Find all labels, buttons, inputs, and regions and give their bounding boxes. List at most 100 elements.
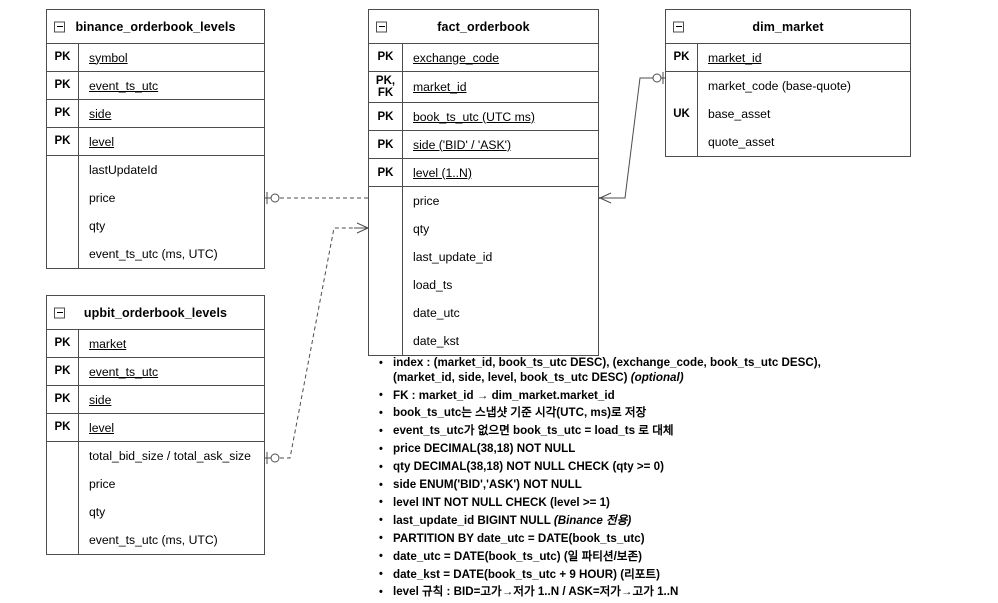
- attribute-list: market_code (base-quote) base_asset quot…: [698, 72, 910, 156]
- key-badge: PK: [47, 358, 79, 385]
- attribute-name: price: [89, 477, 116, 491]
- key-badge: PK: [369, 44, 403, 71]
- entity-title: fact_orderbook: [437, 19, 530, 34]
- minus-box-icon[interactable]: [673, 21, 684, 32]
- minus-box-icon[interactable]: [376, 21, 387, 32]
- attribute-name: level (1..N): [413, 165, 472, 180]
- notes-panel: index : (market_id, book_ts_utc DESC), (…: [371, 355, 821, 603]
- attribute-name: market_code (base-quote): [708, 79, 851, 93]
- table-row: PK market_id: [666, 44, 910, 72]
- key-badge: PK: [47, 386, 79, 413]
- attribute-name: market_id: [413, 80, 467, 95]
- entity-title: upbit_orderbook_levels: [83, 305, 228, 320]
- note-item: event_ts_utc가 없으면 book_ts_utc = load_ts …: [379, 424, 821, 439]
- note-text: level 규칙 : BID=고가→저가 1..N / ASK=저가→고가 1.…: [393, 585, 679, 599]
- note-text: PARTITION BY date_utc = DATE(book_ts_utc…: [393, 531, 645, 545]
- attribute-list: total_bid_size / total_ask_size price qt…: [79, 442, 264, 554]
- entity-header: dim_market: [666, 10, 910, 44]
- minus-box-icon[interactable]: [54, 307, 65, 318]
- key-badge-empty: [369, 187, 403, 356]
- attribute-cell: market: [79, 330, 264, 357]
- table-row: PK book_ts_utc (UTC ms): [369, 103, 598, 132]
- note-text: last_update_id BIGINT NULL: [393, 513, 554, 527]
- table-row: PK side: [47, 386, 264, 414]
- notes-list: index : (market_id, book_ts_utc DESC), (…: [371, 355, 821, 600]
- attribute-block: price qty last_update_id load_ts date_ut…: [369, 187, 598, 356]
- entity-upbit-orderbook-levels[interactable]: upbit_orderbook_levels PK market PK even…: [46, 295, 265, 555]
- note-item: PARTITION BY date_utc = DATE(book_ts_utc…: [379, 531, 821, 547]
- note-text: book_ts_utc는 스냅샷 기준 시각(UTC, ms)로 저장: [393, 406, 647, 420]
- note-text: date_utc = DATE(book_ts_utc) (일 파티션/보존): [393, 549, 642, 563]
- relationship-fact-to-dim: [599, 72, 665, 204]
- entity-dim-market[interactable]: dim_market PK market_id UK market_code (…: [665, 9, 911, 157]
- attribute-name: price: [89, 191, 116, 205]
- table-row: PK event_ts_utc: [47, 358, 264, 386]
- attribute-name: lastUpdateId: [89, 163, 158, 177]
- attribute-name: symbol: [89, 50, 128, 65]
- note-emphasis: (optional): [630, 370, 684, 384]
- note-text: qty DECIMAL(38,18) NOT NULL CHECK (qty >…: [393, 460, 664, 474]
- table-row: PK event_ts_utc: [47, 72, 264, 100]
- note-item: side ENUM('BID','ASK') NOT NULL: [379, 478, 821, 493]
- relationship-upbit-to-fact: [265, 222, 369, 464]
- note-item: price DECIMAL(38,18) NOT NULL: [379, 442, 821, 457]
- table-row: PK level (1..N): [369, 159, 598, 188]
- attribute-cell: exchange_code: [403, 44, 598, 71]
- entity-header: fact_orderbook: [369, 10, 598, 44]
- key-badge: UK: [666, 72, 698, 156]
- entity-header: binance_orderbook_levels: [47, 10, 264, 44]
- attribute-name: event_ts_utc: [89, 78, 159, 93]
- attribute-cell: market_id: [698, 44, 910, 71]
- attribute-name: date_kst: [413, 334, 460, 349]
- attribute-name: qty: [413, 222, 430, 237]
- table-row: PK side: [47, 100, 264, 128]
- note-item: level INT NOT NULL CHECK (level >= 1): [379, 495, 821, 511]
- attribute-list: price qty last_update_id load_ts date_ut…: [403, 187, 598, 355]
- note-item: book_ts_utc는 스냅샷 기준 시각(UTC, ms)로 저장: [379, 406, 821, 421]
- attribute-name: event_ts_utc (ms, UTC): [89, 247, 218, 261]
- key-badge: PK: [47, 72, 79, 99]
- key-badge: PK: [369, 159, 403, 187]
- note-item: qty DECIMAL(38,18) NOT NULL CHECK (qty >…: [379, 460, 821, 475]
- attribute-name: side: [89, 106, 112, 121]
- attribute-name: side ('BID' / 'ASK'): [413, 137, 512, 152]
- note-emphasis: (Binance 전용): [553, 513, 632, 527]
- attribute-cell: book_ts_utc (UTC ms): [403, 103, 598, 130]
- attribute-name: level: [89, 420, 115, 435]
- note-text: event_ts_utc가 없으면 book_ts_utc = load_ts …: [393, 424, 674, 438]
- attribute-cell: side: [79, 386, 264, 413]
- note-item: FK : market_id → dim_market.market_id: [379, 388, 821, 404]
- attribute-name: qty: [89, 505, 106, 519]
- table-row: PK market: [47, 330, 264, 358]
- entity-fact-orderbook[interactable]: fact_orderbook PK exchange_code PK, FK m…: [368, 9, 599, 357]
- entity-binance-orderbook-levels[interactable]: binance_orderbook_levels PK symbol PK ev…: [46, 9, 265, 269]
- note-text: side ENUM('BID','ASK') NOT NULL: [393, 478, 582, 492]
- attribute-cell: level: [79, 414, 264, 441]
- attribute-name: book_ts_utc (UTC ms): [413, 109, 535, 124]
- key-badge: PK: [47, 128, 79, 155]
- key-badge: PK: [369, 103, 403, 131]
- note-text: index : (market_id, book_ts_utc DESC), (…: [393, 356, 821, 384]
- table-row: PK, FK market_id: [369, 72, 598, 104]
- attribute-name: total_bid_size / total_ask_size: [89, 449, 251, 463]
- minus-box-icon[interactable]: [54, 21, 65, 32]
- attribute-name: quote_asset: [708, 135, 775, 149]
- attribute-cell: market_id: [403, 72, 598, 102]
- key-badge: PK, FK: [369, 72, 403, 103]
- note-item: date_utc = DATE(book_ts_utc) (일 파티션/보존): [379, 549, 821, 565]
- attribute-cell: event_ts_utc: [79, 358, 264, 385]
- note-text: price DECIMAL(38,18) NOT NULL: [393, 442, 576, 456]
- attribute-name: base_asset: [708, 107, 771, 121]
- note-item: index : (market_id, book_ts_utc DESC), (…: [379, 355, 821, 385]
- table-row: PK exchange_code: [369, 44, 598, 72]
- attribute-cell: symbol: [79, 44, 264, 71]
- attribute-cell: side ('BID' / 'ASK'): [403, 131, 598, 158]
- attribute-name: price: [413, 194, 440, 209]
- attribute-name: date_utc: [413, 306, 460, 321]
- note-item: date_kst = DATE(book_ts_utc + 9 HOUR) (리…: [379, 567, 821, 583]
- attribute-name: market_id: [708, 50, 762, 65]
- key-badge: PK: [47, 100, 79, 127]
- er-diagram-canvas: binance_orderbook_levels PK symbol PK ev…: [0, 0, 998, 573]
- note-text: level INT NOT NULL CHECK (level >= 1): [393, 495, 610, 509]
- entity-title: dim_market: [752, 19, 824, 34]
